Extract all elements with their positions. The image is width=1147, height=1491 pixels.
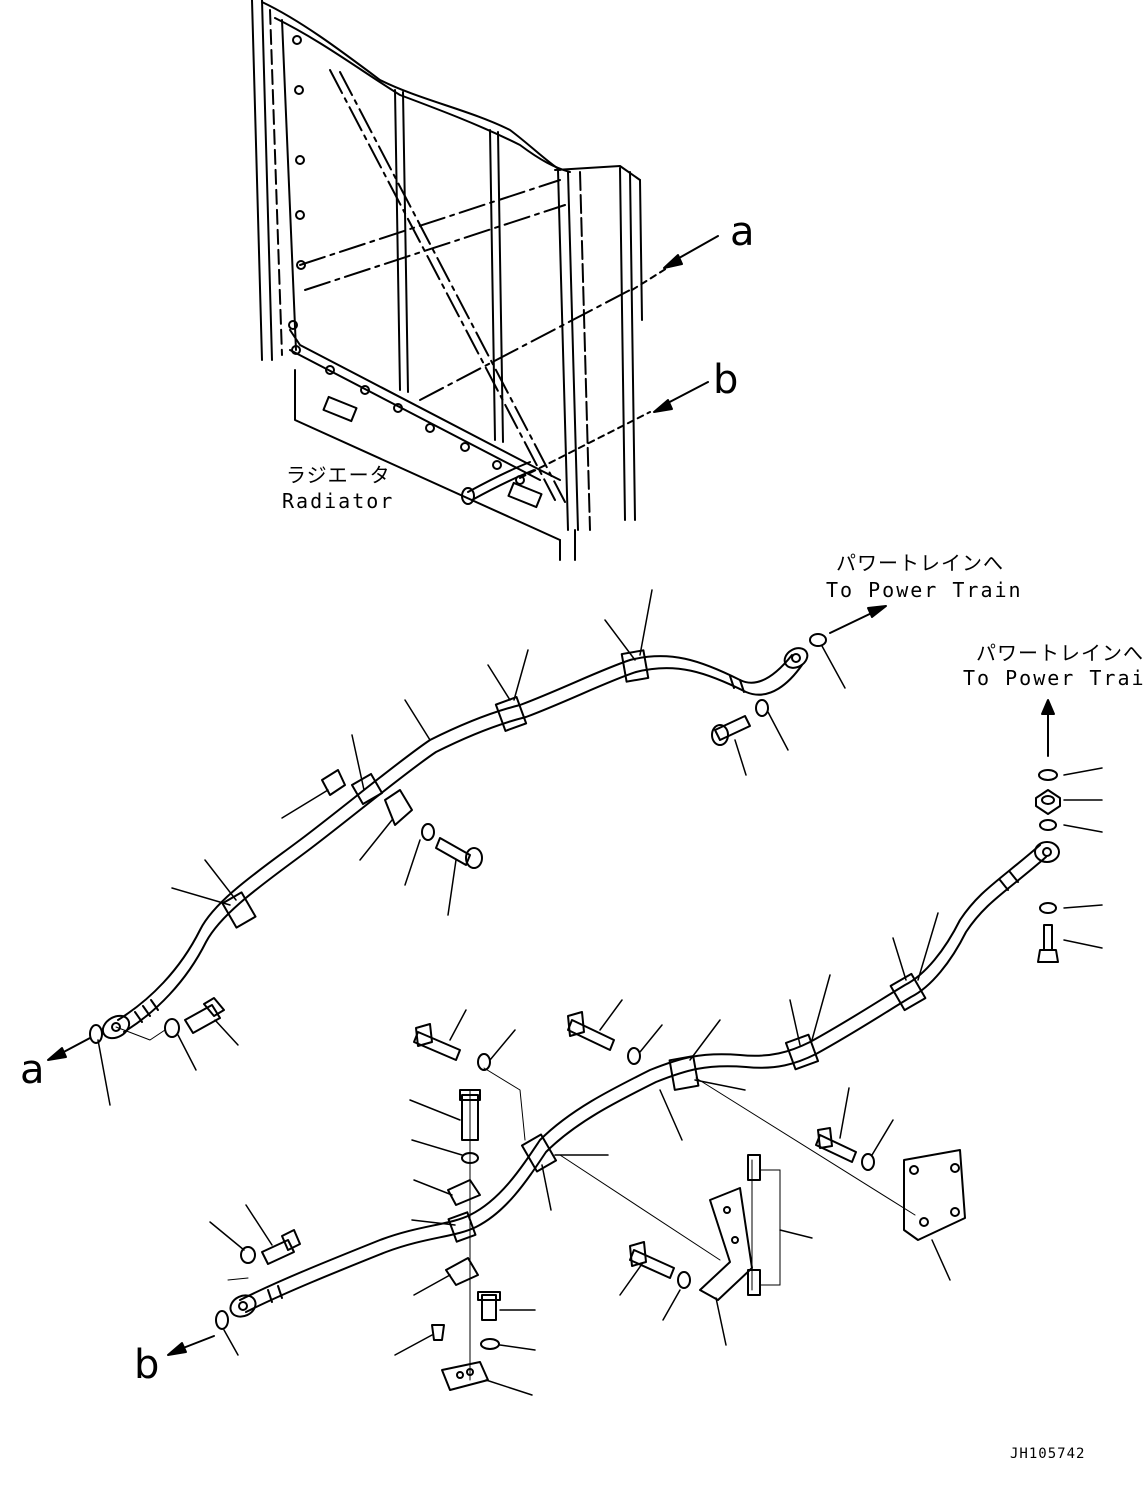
radiator-assembly [251,0,719,561]
power-train-label-1-en: To Power Train [826,578,1023,602]
power-train-label-1-jp: パワートレインへ [836,551,1004,575]
upper-tube-assembly [47,589,887,1106]
drawing-code: JH105742 [1010,1446,1086,1462]
callout-a-top: a [730,209,755,255]
lower-tube-assembly [167,841,1060,1396]
power-train-label-2-en: To Power Train [963,666,1147,690]
callout-b-bottom: b [134,1342,160,1388]
right-fittings [1035,699,1103,963]
callout-a-bottom: a [20,1047,45,1093]
power-train-label-2-jp: パワートレインへ [976,641,1144,665]
radiator-label-jp: ラジエータ [286,463,391,487]
radiator-label-en: Radiator [282,489,395,513]
callout-b-top: b [713,357,739,403]
